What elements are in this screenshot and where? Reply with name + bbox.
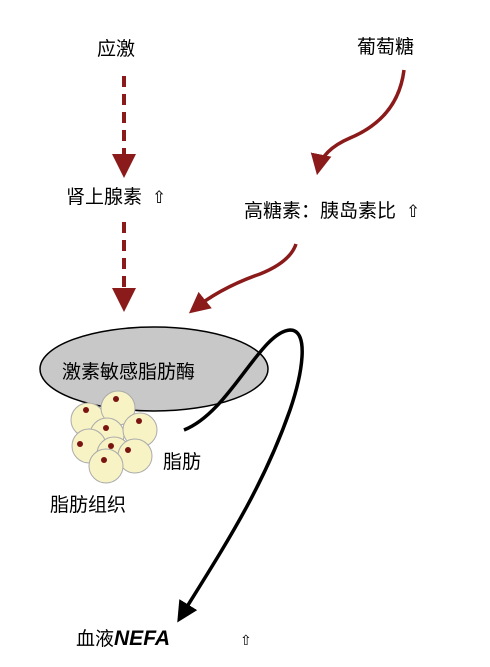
increase-arrow-icon: ⇧ bbox=[152, 188, 167, 208]
fat-cell-nucleus bbox=[136, 418, 142, 424]
adrenaline-row: 肾上腺素 ⇧ bbox=[66, 186, 166, 209]
lipolysis-to-blood-arrow bbox=[177, 328, 304, 623]
adipose-tissue-cells bbox=[70, 390, 158, 484]
increase-arrow-icon: ⇧ bbox=[406, 202, 421, 222]
nefa-label: NEFA bbox=[114, 627, 171, 650]
ratio-row: 高糖素：胰岛素比 ⇧ bbox=[244, 200, 420, 223]
adrenaline-label: 肾上腺素 bbox=[66, 186, 143, 208]
lipase-enzyme-ellipse bbox=[39, 326, 269, 412]
enzyme-label: 激素敏感脂肪酶 bbox=[62, 361, 196, 383]
fat-cell-nucleus bbox=[125, 447, 131, 453]
stress-label: 应激 bbox=[97, 38, 136, 60]
fat-cell-nucleus bbox=[77, 441, 83, 447]
glucose-to-ratio-arrow bbox=[310, 69, 406, 176]
increase-arrow-icon: ⇧ bbox=[240, 633, 252, 649]
fat-label: 脂肪 bbox=[163, 451, 202, 473]
fat-cell-nucleus bbox=[113, 396, 119, 402]
fat-cell-nucleus bbox=[108, 443, 114, 449]
glucagon-insulin-ratio-label: 高糖素：胰岛素比 bbox=[244, 200, 397, 222]
fat-cell-nucleus bbox=[101, 457, 107, 463]
blood-nefa-row: 血液NEFA ⇧ bbox=[76, 628, 252, 652]
fat-cell bbox=[88, 448, 124, 484]
fat-cell-nucleus bbox=[103, 425, 109, 431]
glucose-label: 葡萄糖 bbox=[357, 36, 415, 58]
adipose-tissue-label: 脂肪组织 bbox=[50, 494, 127, 516]
ratio-to-enzyme-arrow bbox=[188, 243, 298, 314]
fat-cell-nucleus bbox=[83, 407, 89, 413]
blood-label: 血液 bbox=[76, 628, 115, 650]
